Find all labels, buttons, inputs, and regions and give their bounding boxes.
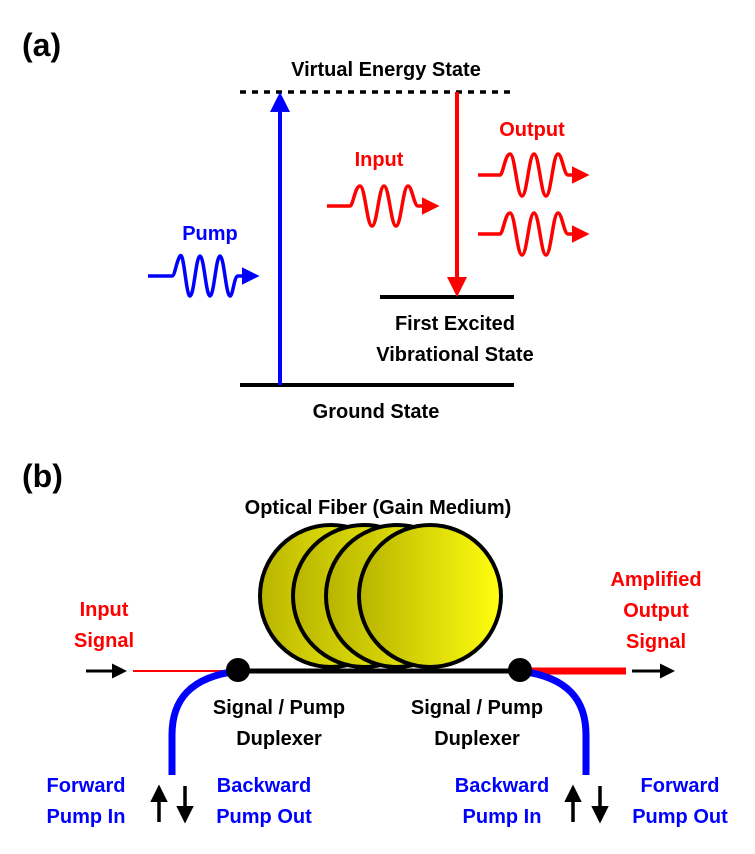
duplexer-left-label-line1: Signal / Pump [213,697,345,719]
panel-b: (b) Optical Fiber (Gain Medium) Input Si… [22,458,728,828]
amplified-label-line1: Amplified [610,569,701,591]
amplified-label-line2: Output [623,600,689,622]
excited-state-label-line2: Vibrational State [376,344,533,366]
fiber-coil-loop-4 [357,523,503,669]
backward-pump-in-label-line1: Backward [455,775,550,797]
amplified-label-line3: Signal [626,631,686,653]
pump-wave [148,254,260,298]
forward-pump-fiber [168,667,239,775]
input-label: Input [355,149,404,171]
ground-state-label: Ground State [313,401,440,423]
backward-pump-in-label-line2: Pump In [463,806,542,828]
forward-pump-out-label-line2: Pump Out [632,806,728,828]
forward-pump-in-label-line1: Forward [47,775,126,797]
backward-pump-out-label-line1: Backward [217,775,312,797]
virtual-state-label: Virtual Energy State [291,59,481,81]
input-wave [327,184,440,228]
duplexer-right-label-line2: Duplexer [434,728,520,750]
output-wave-2 [478,211,590,257]
duplexer-right-label-line1: Signal / Pump [411,697,543,719]
panel-a-label: (a) [22,27,61,63]
forward-pump-out-label-line1: Forward [641,775,720,797]
panel-b-label: (b) [22,458,63,494]
panel-a: (a) Virtual Energy State Ground State Fi… [22,27,590,423]
input-signal-label-line2: Signal [74,630,134,652]
duplexer-left-label-line2: Duplexer [236,728,322,750]
forward-pump-in-label-line2: Pump In [47,806,126,828]
pump-label: Pump [182,223,238,245]
backward-pump-out-label-line2: Pump Out [216,806,312,828]
fiber-title: Optical Fiber (Gain Medium) [245,497,512,519]
output-wave-1 [478,152,590,198]
backward-pump-fiber [519,667,590,775]
input-signal-label-line1: Input [80,599,129,621]
fiber-coil [258,523,503,669]
output-label: Output [499,119,565,141]
duplexer-right-node [508,658,532,682]
excited-state-label-line1: First Excited [395,313,515,335]
duplexer-left-node [226,658,250,682]
